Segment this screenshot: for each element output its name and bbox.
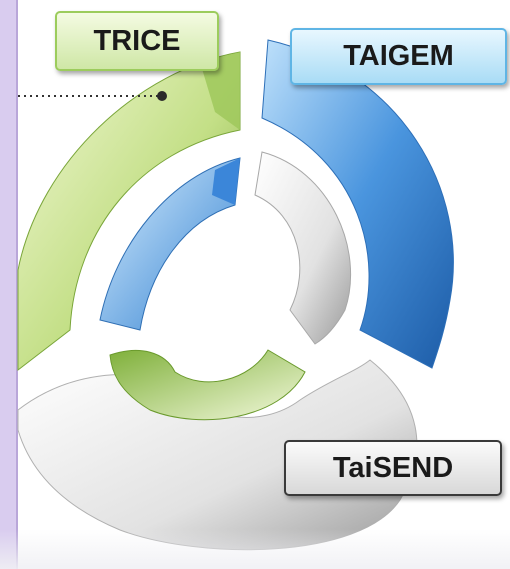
- trice-connector-dot: [157, 91, 167, 101]
- taigem-outer-arc: [261, 39, 454, 369]
- left-sidebar-strip: [0, 0, 18, 569]
- trice-outer-arc-face: [200, 52, 240, 130]
- trice-label: TRICE: [55, 11, 219, 71]
- trice-outer-arc: [17, 51, 241, 372]
- taigem-label: TAIGEM: [290, 28, 507, 85]
- bottom-fade: [0, 529, 510, 569]
- taisend-label: TaiSEND: [284, 440, 502, 496]
- taisend-inner-arc: [254, 151, 352, 345]
- taigem-inner-arc: [99, 157, 241, 331]
- trice-inner-arc: [109, 349, 306, 421]
- taigem-inner-arc-top: [212, 158, 240, 205]
